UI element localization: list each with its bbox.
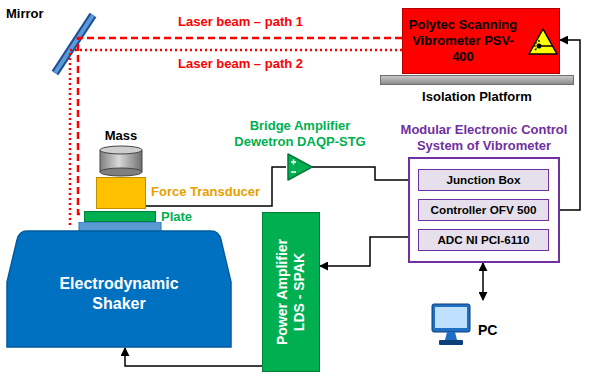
text-group: Modular Electronic Control System of Vib…: [398, 122, 570, 154]
node-text: LDS - SPAK: [291, 217, 308, 367]
text-group: Power AmplifierLDS - SPAK: [274, 217, 308, 367]
power-amplifier: Power AmplifierLDS - SPAK: [262, 212, 320, 372]
bridge-amplifier: Bridge Amplifier Dewetron DAQP-STG: [230, 118, 370, 182]
text-group: Polytec Scanning Vibrometer PSV-400: [403, 9, 523, 65]
node-text: Bridge Amplifier Dewetron DAQP-STG: [230, 118, 370, 150]
signal-connector: [146, 167, 286, 206]
text-group: ADC NI PCI-6110: [419, 230, 548, 249]
node-text: Modular Electronic Control System of Vib…: [398, 122, 570, 154]
beam-label: Laser beam – path 2: [178, 56, 303, 72]
text-group: Mass: [98, 128, 144, 144]
node-text: Electrodynamic Shaker: [49, 274, 189, 314]
text-group: Isolation Platform: [380, 89, 574, 105]
mass-cylinder: Mass: [98, 128, 144, 177]
mirror: [55, 15, 93, 73]
amplifier-triangle: [286, 152, 314, 182]
node-text: Plate: [161, 209, 192, 225]
laser-beam-1: [78, 38, 402, 214]
mass-shape: [98, 145, 144, 177]
node-text: Junction Box: [419, 170, 548, 189]
text-group: Plate: [161, 209, 192, 225]
beam-label: Laser beam – path 1: [178, 14, 303, 30]
node-text: ADC NI PCI-6110: [419, 230, 548, 249]
text-group: Bridge Amplifier Dewetron DAQP-STG: [230, 118, 370, 150]
module-box: Controller OFV 500: [418, 199, 549, 221]
module-box: Junction Box: [418, 169, 549, 191]
amplifier-symbol: [286, 152, 314, 182]
pc-icon: PC: [430, 300, 505, 352]
node-text: Isolation Platform: [380, 89, 574, 105]
signal-connector: [312, 167, 418, 180]
signal-connector: [320, 237, 408, 266]
node-text: Mass: [98, 128, 144, 144]
shaker-body: Electrodynamic Shaker: [5, 222, 233, 348]
monitor-icon: [430, 302, 472, 348]
module-box: ADC NI PCI-6110: [418, 229, 549, 251]
laser-beam-2: [70, 50, 402, 226]
text-group: Controller OFV 500: [419, 200, 548, 219]
text-group: Force Transducer: [151, 184, 260, 200]
node-text: Controller OFV 500: [419, 200, 548, 219]
node-text: PC: [478, 322, 497, 338]
laser-icon: [527, 27, 559, 57]
node-text: Force Transducer: [151, 184, 260, 200]
plate: Plate: [84, 211, 156, 222]
platform-bar: [380, 75, 574, 85]
signal-connector: [125, 348, 262, 366]
mirror-label: Mirror: [6, 6, 44, 22]
force-transducer: Force Transducer: [96, 177, 146, 209]
text-group: Electrodynamic Shaker: [49, 274, 189, 314]
signal-connector: [482, 263, 484, 300]
isolation-platform: Isolation Platform: [380, 75, 574, 105]
node-text: Polytec Scanning Vibrometer PSV-400: [403, 17, 523, 65]
mirror-face: [55, 15, 93, 73]
node-text: Power Amplifier: [274, 217, 291, 367]
text-group: PC: [478, 322, 497, 338]
text-group: Junction Box: [419, 170, 548, 189]
control-system-box: Modular Electronic Control System of Vib…: [408, 157, 560, 263]
vibrometer-box: Polytec Scanning Vibrometer PSV-400: [402, 8, 560, 74]
